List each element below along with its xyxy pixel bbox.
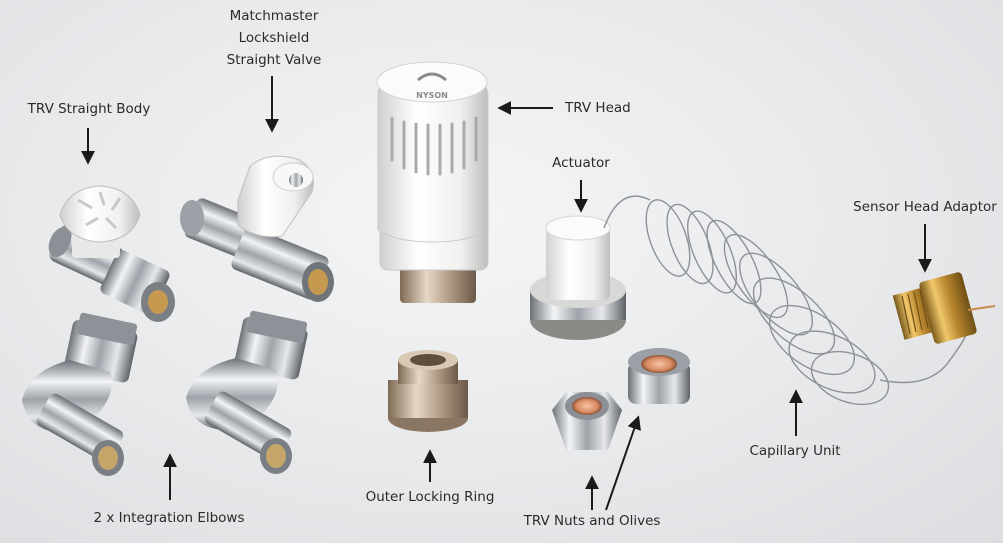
integration-elbow-left-part [22,312,138,476]
label-integration-elbows: 2 x Integration Elbows [93,510,245,526]
label-matchmaster-line2: Lockshield [238,30,310,46]
trv-head-part [376,61,489,303]
label-sensor-head-adaptor: Sensor Head Adaptor [853,199,997,215]
capillary-coil-part [603,195,969,406]
brand-logo-text: NYSON [416,91,448,100]
trv-straight-body-part [48,185,175,322]
sensor-adaptor-part [892,272,996,344]
trv-nut-right-part [628,348,690,404]
label-capillary-unit: Capillary Unit [749,443,841,459]
arrow-nut-right [605,415,641,511]
label-trv-nuts-olives: TRV Nuts and Olives [523,513,661,529]
outer-locking-ring-part [388,350,468,432]
lockshield-valve-part [180,155,334,302]
label-actuator: Actuator [552,155,610,171]
trv-nut-left-part [552,392,622,450]
integration-elbow-right-part [186,310,308,474]
callout-arrows [81,76,932,511]
actuator-part [530,215,626,340]
label-outer-locking-ring: Outer Locking Ring [365,489,495,505]
label-matchmaster-line1: Matchmaster [229,8,319,24]
label-matchmaster-line3: Straight Valve [226,52,322,68]
label-trv-straight-body: TRV Straight Body [27,101,151,117]
label-trv-head: TRV Head [565,100,631,116]
